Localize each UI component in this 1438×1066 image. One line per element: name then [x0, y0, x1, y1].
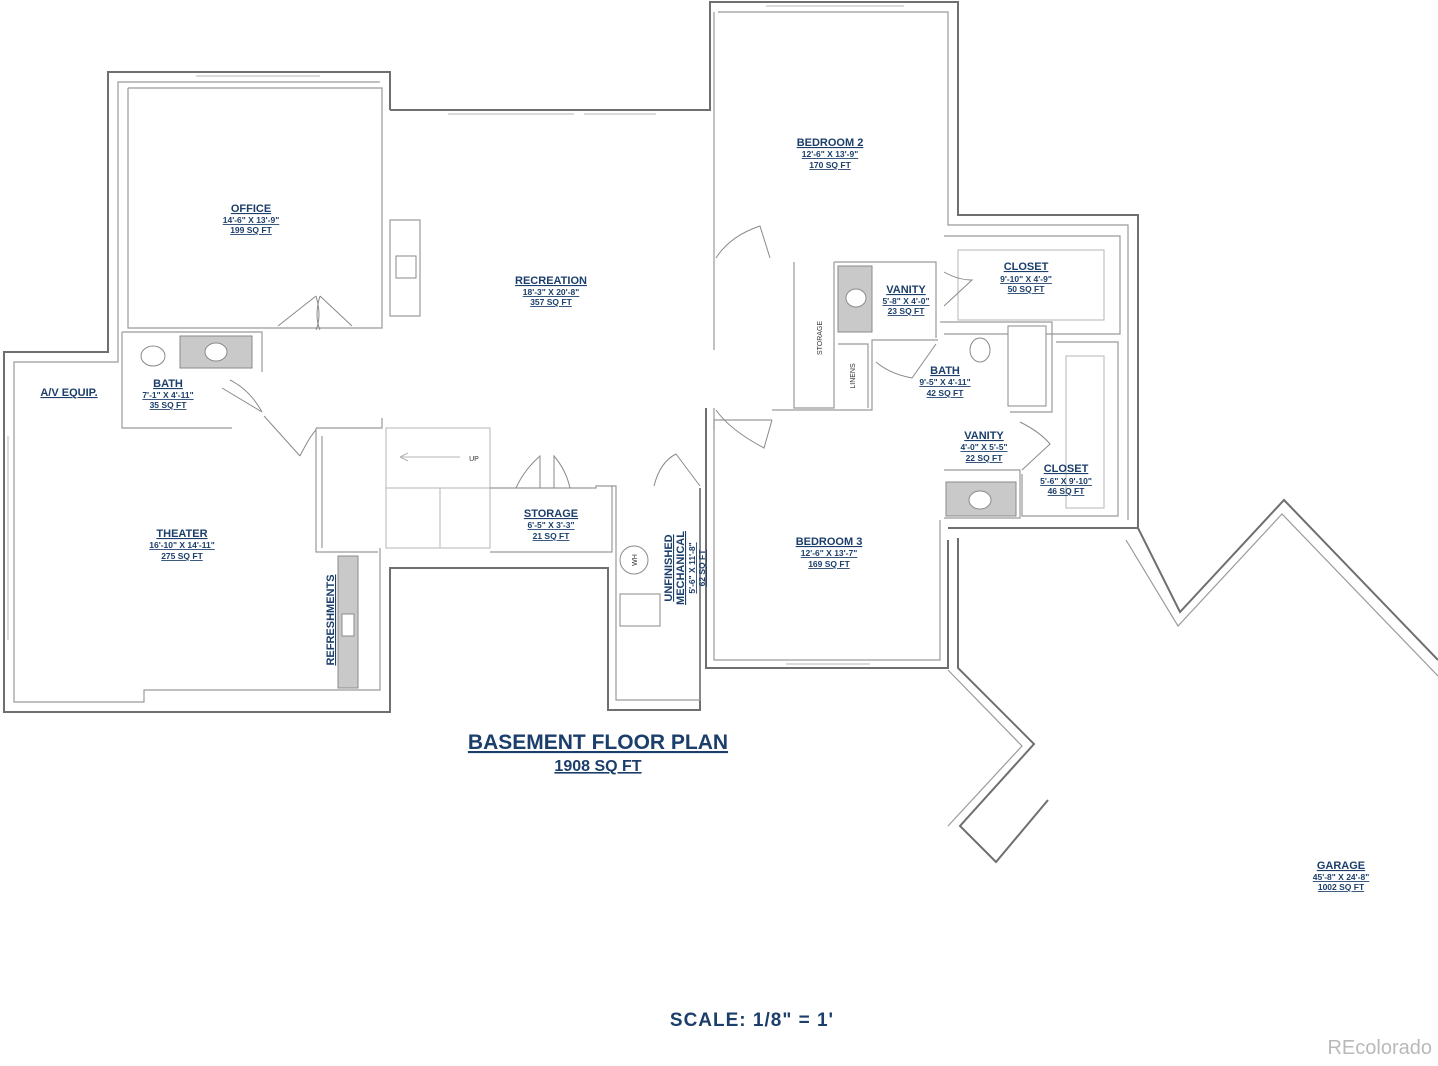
- closet2-area: 46 SQ FT: [1048, 486, 1086, 496]
- mechanical-area: 62 SQ FT: [697, 549, 707, 587]
- vanity1-dims: 5'-8" X 4'-0": [882, 296, 929, 306]
- doors: [221, 225, 1051, 489]
- bath2-area: 42 SQ FT: [927, 388, 965, 398]
- vanity1-area: 23 SQ FT: [888, 306, 926, 316]
- mechanical-name-2: MECHANICAL: [675, 531, 687, 605]
- storage-name: STORAGE: [524, 508, 578, 520]
- vanity2-area: 22 SQ FT: [966, 453, 1004, 463]
- av-equip-label: A/V EQUIP.: [40, 387, 97, 399]
- vanity2-dims: 4'-0" X 5'-5": [960, 442, 1007, 452]
- closet1-area: 50 SQ FT: [1008, 284, 1046, 294]
- refreshments-label: REFRESHMENTS: [325, 574, 337, 665]
- closet2-name: CLOSET: [1044, 463, 1089, 475]
- bedroom2-name: BEDROOM 2: [797, 137, 864, 149]
- plan-title: BASEMENT FLOOR PLAN: [468, 731, 728, 754]
- garage-name: GARAGE: [1317, 860, 1365, 872]
- mechanical-dims: 5'-6" X 11'-8": [687, 542, 697, 593]
- theater-area: 275 SQ FT: [161, 551, 203, 561]
- stair-arrow-icon: [399, 452, 460, 462]
- bath2-name: BATH: [930, 365, 960, 377]
- bath1-dims: 7'-1" X 4'-11": [142, 390, 193, 400]
- bedroom3-dims: 12'-6" X 13'-7": [801, 548, 858, 558]
- theater-name: THEATER: [156, 528, 207, 540]
- bedroom2-area: 170 SQ FT: [809, 160, 851, 170]
- theater-dims: 16'-10" X 14'-11": [149, 540, 215, 550]
- bath1-name: BATH: [153, 378, 183, 390]
- recreation-dims: 18'-3" X 20'-8": [523, 287, 580, 297]
- storage-dims: 6'-5" X 3'-3": [527, 520, 574, 530]
- exterior-walls: [3, 1, 1139, 713]
- stairs: [385, 427, 491, 549]
- bedroom3-name: BEDROOM 3: [796, 536, 863, 548]
- bedroom3-area: 169 SQ FT: [808, 559, 850, 569]
- storage-area: 21 SQ FT: [533, 531, 571, 541]
- windows: [7, 5, 904, 665]
- plan-scale: SCALE: 1/8" = 1': [670, 1010, 834, 1031]
- office-name: OFFICE: [231, 203, 271, 215]
- recreation-name: RECREATION: [515, 275, 587, 287]
- bath2-dims: 9'-5" X 4'-11": [919, 377, 970, 387]
- closet1-name: CLOSET: [1004, 261, 1049, 273]
- office-dims: 14'-6" X 13'-9": [223, 215, 280, 225]
- water-heater-label: WH: [632, 554, 639, 566]
- stair-up-label: UP: [469, 456, 479, 463]
- bedroom2-dims: 12'-6" X 13'-9": [802, 149, 859, 159]
- bath1-area: 35 SQ FT: [150, 400, 188, 410]
- room-labels: OFFICE 14'-6" X 13'-9" 199 SQ FT RECREAT…: [40, 137, 1369, 892]
- garage-area: 1002 SQ FT: [1318, 882, 1365, 892]
- mechanical-name-1: UNFINISHED: [663, 534, 675, 601]
- vanity2-name: VANITY: [964, 430, 1004, 442]
- plan-total-area: 1908 SQ FT: [554, 758, 641, 775]
- storage-small-label: STORAGE: [817, 321, 824, 355]
- garage-dims: 45'-8" X 24'-8": [1313, 872, 1370, 882]
- office-area: 199 SQ FT: [230, 225, 272, 235]
- linens-label: LINENS: [850, 363, 857, 389]
- vanity1-name: VANITY: [886, 284, 926, 296]
- water-heater-icon: [619, 545, 649, 575]
- closet2-dims: 5'-6" X 9'-10": [1040, 476, 1092, 486]
- interior-walls: [121, 12, 1121, 701]
- recreation-area: 357 SQ FT: [530, 297, 572, 307]
- watermark: REcolorado: [1327, 1037, 1432, 1059]
- garage-outline: [947, 498, 1438, 864]
- closet1-dims: 9'-10" X 4'-9": [1000, 274, 1052, 284]
